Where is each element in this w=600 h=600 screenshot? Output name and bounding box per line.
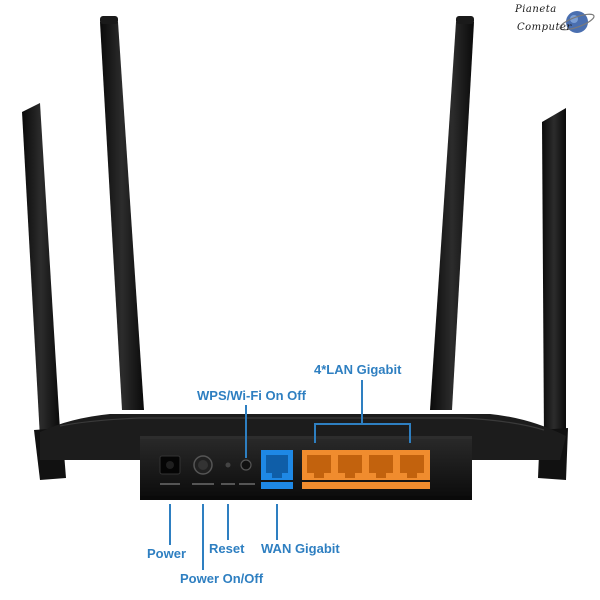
power-onoff-button [192, 455, 214, 485]
antenna-outer-right [538, 108, 568, 480]
wan-gigabit-label: WAN Gigabit [261, 541, 340, 556]
power-label: Power [147, 546, 187, 561]
wps-wifi-button [239, 459, 255, 485]
power-onoff-label: Power On/Off [180, 571, 264, 586]
logo-text-line2: Computer [517, 22, 572, 33]
pianeta-computer-logo: Pianeta Computer [515, 2, 597, 44]
logo-text-line1: Pianeta [515, 4, 557, 15]
antenna-inner-left [100, 16, 144, 410]
reset-label: Reset [209, 541, 245, 556]
lan-gigabit-label: 4*LAN Gigabit [314, 362, 402, 377]
lan-port-4 [400, 455, 424, 478]
reset-pinhole [221, 462, 235, 485]
lan-port-2 [338, 455, 362, 478]
callout-lines [169, 380, 411, 570]
lan-port-3 [369, 455, 393, 478]
wps-wifi-label: WPS/Wi-Fi On Off [197, 388, 306, 403]
wan-port [261, 450, 293, 489]
antenna-outer-left [22, 103, 66, 480]
planet-icon [559, 11, 595, 33]
power-jack [159, 455, 181, 485]
antenna-inner-right [430, 16, 474, 410]
lan-port-1 [307, 455, 331, 478]
